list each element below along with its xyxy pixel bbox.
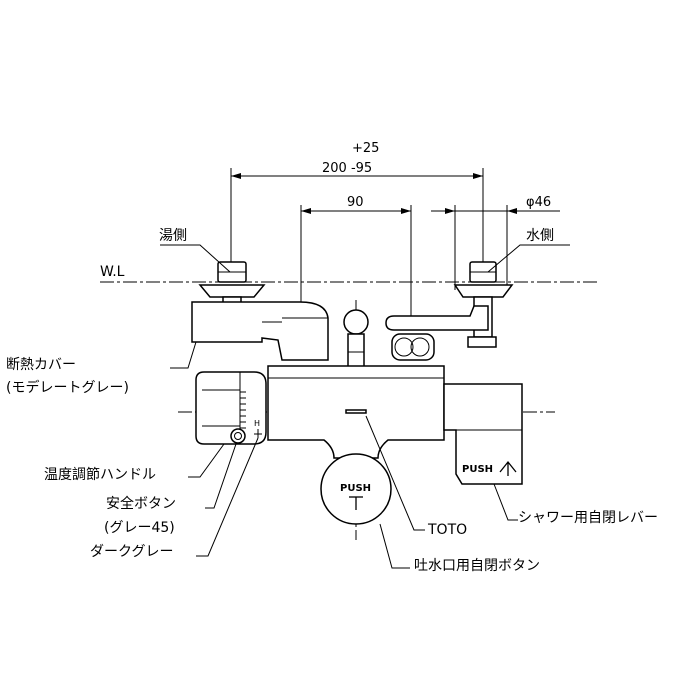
insulation-cover — [191, 301, 329, 361]
label-dark-gray: ダークグレー — [90, 544, 173, 560]
leader-spout-button — [379, 523, 410, 569]
leader-cold-side — [487, 244, 570, 273]
leader-hot-side — [160, 244, 231, 273]
label-cold-side: 水側 — [526, 228, 554, 244]
leader-brand — [365, 415, 425, 531]
cold-side-arm — [385, 305, 489, 331]
hot-side-flange — [198, 284, 266, 298]
label-brand: TOTO — [427, 522, 467, 538]
spout-button — [320, 453, 392, 525]
dim-center-distance: 200 -95 — [322, 161, 372, 176]
label-safety-button-color: (グレー45) — [104, 520, 175, 536]
shower-lever-push-mark: PUSH — [462, 464, 493, 475]
handle-scale-marks — [240, 391, 246, 429]
leader-shower-lever — [493, 483, 518, 521]
spout-button-push-mark: PUSH — [340, 483, 371, 494]
top-knob — [343, 309, 369, 335]
dim-spout-offset: 90 — [347, 195, 364, 210]
safety-button — [230, 428, 246, 444]
dim-diameter: φ46 — [526, 195, 551, 210]
leader-insulation-cover — [170, 341, 197, 369]
leader-temp-handle — [188, 443, 225, 478]
label-safety-button: 安全ボタン — [106, 495, 176, 512]
label-insulation-cover-color: (モデレートグレー) — [6, 379, 129, 396]
callout-labels: 湯側 水側 断熱カバー (モデレートグレー) 温度調節ハンドル 安全ボタン (グ… — [6, 227, 658, 574]
leader-safety-button — [205, 443, 237, 509]
leader-lines — [160, 244, 570, 569]
shower-lever — [443, 383, 523, 485]
dim-tolerance-plus: +25 — [352, 141, 379, 156]
dimension-texts: +25 200 -95 90 φ46 — [322, 141, 551, 210]
brand-mark-slot — [345, 409, 367, 414]
label-spout-button: 吐水口用自閉ボタン — [414, 558, 540, 574]
wl-label: W.L — [100, 264, 125, 280]
label-shower-lever: シャワー用自閉レバー — [518, 510, 658, 526]
leader-dark-gray — [196, 437, 259, 557]
handle-h-mark: H — [254, 419, 260, 428]
push-arrow-icon — [499, 460, 517, 476]
label-hot-side: 湯側 — [159, 227, 187, 244]
cold-side-flange — [453, 284, 514, 298]
dimension-lines — [230, 168, 560, 318]
faucet-body: H PUSH PUSH — [191, 261, 523, 525]
label-temp-handle: 温度調節ハンドル — [44, 466, 156, 483]
label-insulation-cover: 断熱カバー — [6, 357, 76, 373]
